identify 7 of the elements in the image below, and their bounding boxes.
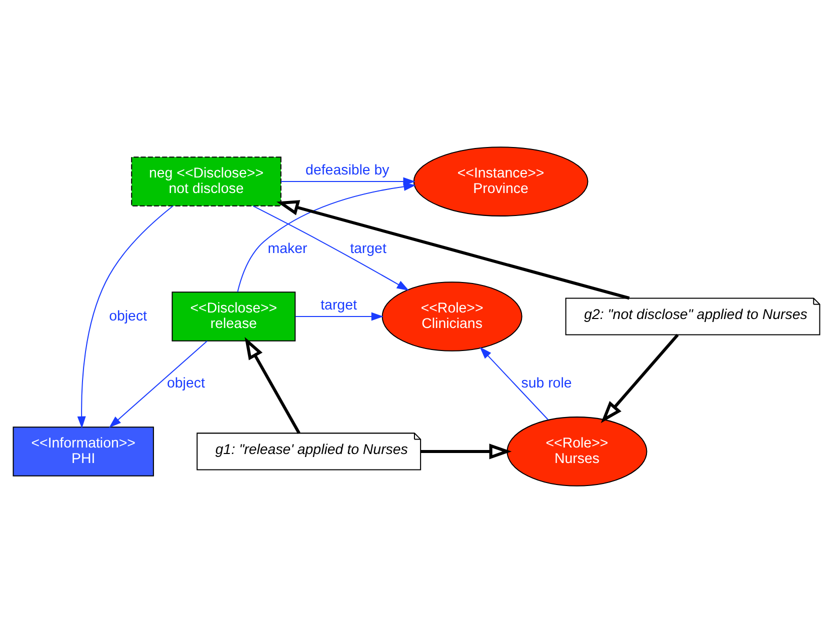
- edge-label: object: [108, 308, 147, 324]
- edge-label: target: [320, 298, 356, 314]
- edge-label: defeasible by: [305, 162, 389, 179]
- edge-label: target: [350, 240, 386, 257]
- edge-label: sub role: [520, 376, 572, 392]
- edge-label: object: [166, 376, 204, 392]
- edge-label: maker: [267, 240, 307, 257]
